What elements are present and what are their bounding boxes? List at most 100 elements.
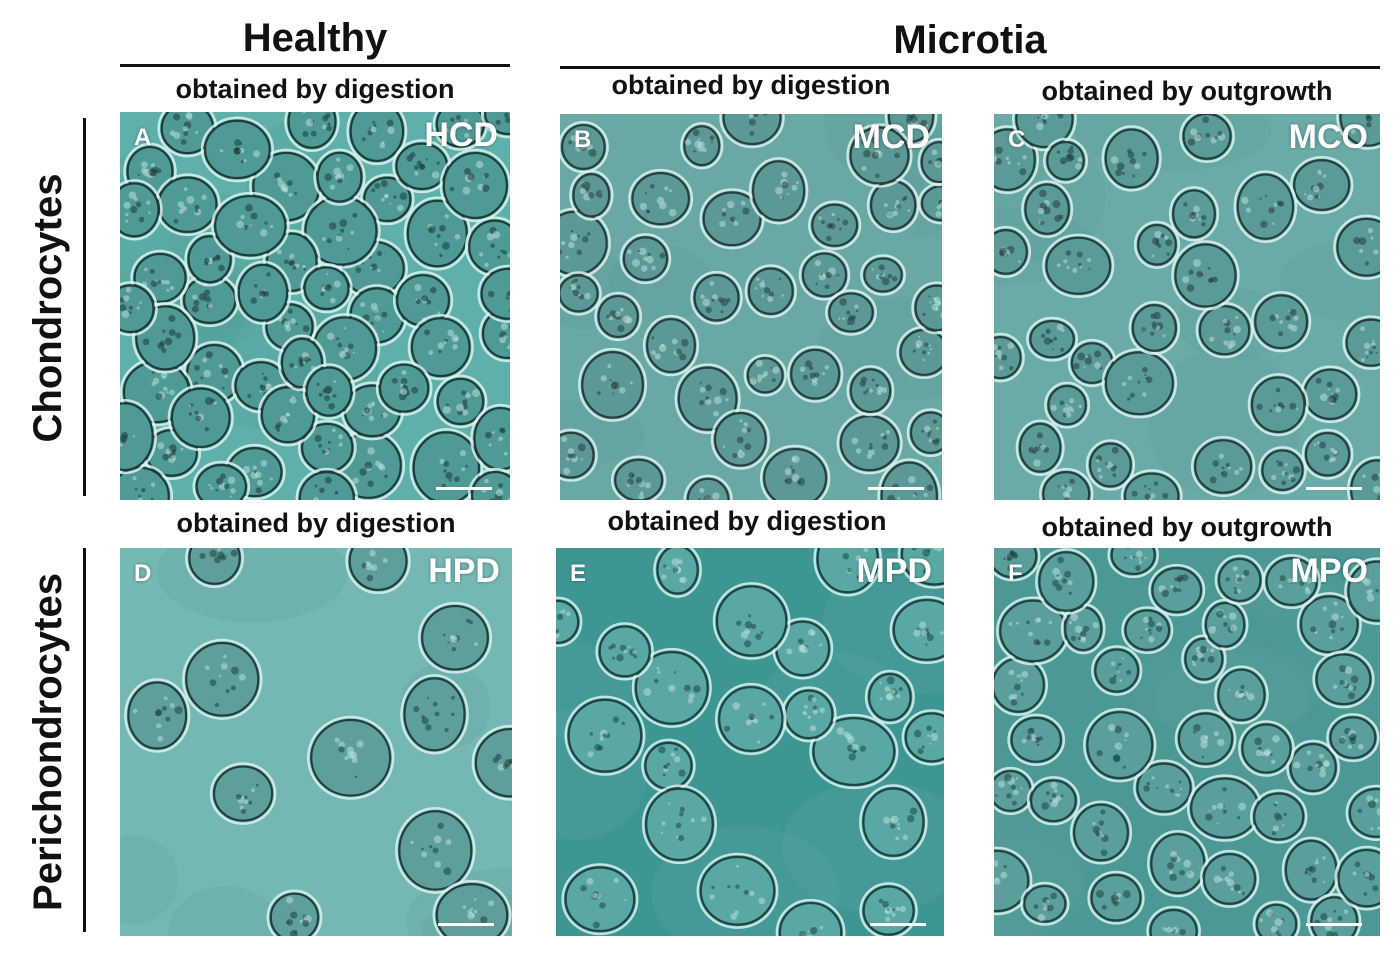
cell xyxy=(132,302,199,374)
panel-b-letter: B xyxy=(574,126,592,153)
cell xyxy=(889,595,944,665)
cell xyxy=(297,419,357,476)
cell xyxy=(690,270,743,325)
cell xyxy=(1120,469,1183,500)
panel-f-subtitle: obtained by outgrowth xyxy=(1041,512,1333,542)
panel-c-letter: C xyxy=(1008,126,1026,153)
cell xyxy=(744,264,797,319)
panel-c-cells xyxy=(994,114,1380,500)
cell xyxy=(1128,300,1181,356)
cell xyxy=(1326,713,1380,763)
cell xyxy=(560,120,609,174)
cell xyxy=(182,638,263,720)
cell xyxy=(184,231,235,287)
cell xyxy=(715,682,787,756)
panel-d-scale-bar xyxy=(438,923,494,926)
panel-f-scale-bar xyxy=(1306,923,1362,926)
cell xyxy=(1342,315,1380,370)
panel-c-mco-micrograph: C MCO xyxy=(994,114,1380,500)
cell xyxy=(1067,338,1117,388)
cell xyxy=(1012,114,1077,152)
cell xyxy=(1174,709,1237,769)
cell xyxy=(1147,829,1209,898)
cell xyxy=(1199,849,1260,908)
cell xyxy=(360,173,415,226)
cell xyxy=(1238,720,1295,777)
cell xyxy=(306,715,395,800)
cell xyxy=(1233,170,1298,243)
cell xyxy=(1007,713,1066,766)
cell xyxy=(859,882,918,936)
cell xyxy=(1026,316,1079,362)
panel-a-scale-bar xyxy=(436,487,492,490)
cell xyxy=(209,762,277,825)
cell xyxy=(1060,602,1106,655)
cell xyxy=(477,264,510,323)
cell xyxy=(1168,186,1220,242)
cell xyxy=(1334,845,1380,911)
cell xyxy=(120,399,157,475)
panel-f-cells xyxy=(994,548,1380,936)
panel-e-code: MPD xyxy=(856,552,932,590)
panel-b-scale-bar xyxy=(868,487,924,490)
cell xyxy=(1179,114,1235,163)
cell xyxy=(471,724,512,801)
cell xyxy=(432,879,512,936)
panel-b-code: MCD xyxy=(852,118,930,156)
cell xyxy=(994,654,1048,716)
cell xyxy=(1312,650,1375,709)
cell xyxy=(911,281,942,335)
panel-d-subtitle: obtained by digestion xyxy=(176,508,456,538)
cell xyxy=(653,548,702,598)
cell xyxy=(124,678,191,753)
cell xyxy=(345,548,411,595)
cell xyxy=(994,332,1025,383)
panel-a-hcd-micrograph: A HCD xyxy=(120,112,510,500)
cell xyxy=(743,353,787,397)
background-blur xyxy=(168,885,283,936)
cell xyxy=(1035,548,1098,615)
cell xyxy=(1069,800,1133,865)
cell xyxy=(642,314,700,377)
cell xyxy=(1201,598,1249,651)
cell xyxy=(712,582,791,660)
panel-a-cells xyxy=(120,112,510,500)
cell xyxy=(884,114,938,146)
healthy-group-title: Healthy xyxy=(242,16,388,60)
microtia-group-underline xyxy=(560,66,1380,69)
panel-c-subtitle: obtained by outgrowth xyxy=(1041,76,1333,106)
cell xyxy=(1300,365,1361,424)
cell xyxy=(1214,554,1265,606)
cell xyxy=(846,123,913,188)
cell xyxy=(877,458,942,500)
cell xyxy=(1247,373,1309,437)
cell xyxy=(1121,606,1174,655)
cell xyxy=(302,363,356,420)
panel-d-hpd-micrograph: D HPD xyxy=(120,548,512,936)
cell xyxy=(1195,302,1254,359)
cell xyxy=(1281,836,1341,904)
cell xyxy=(696,852,779,929)
cell xyxy=(1171,240,1240,311)
cell xyxy=(864,669,915,725)
panel-b-mcd-micrograph: B MCD xyxy=(560,114,942,500)
panel-e-mpd-micrograph: E MPD xyxy=(556,548,944,936)
cell xyxy=(994,225,1032,278)
cell xyxy=(1133,759,1195,816)
background-blur xyxy=(120,835,179,924)
cell xyxy=(578,347,648,422)
cell xyxy=(1252,900,1301,936)
cell xyxy=(1133,220,1181,269)
perichondrocytes-row-title: Perichondrocytes xyxy=(26,573,70,911)
cell xyxy=(1249,789,1308,844)
cell xyxy=(375,360,433,416)
cell xyxy=(859,784,928,860)
chondrocytes-row-title: Chondrocytes xyxy=(26,173,70,443)
panel-c-code: MCO xyxy=(1288,118,1368,156)
cell xyxy=(1042,233,1115,298)
cell xyxy=(154,173,221,237)
cell xyxy=(1026,776,1081,826)
cell xyxy=(403,196,471,271)
cell xyxy=(994,125,1040,195)
panel-d-code: HPD xyxy=(428,552,500,590)
